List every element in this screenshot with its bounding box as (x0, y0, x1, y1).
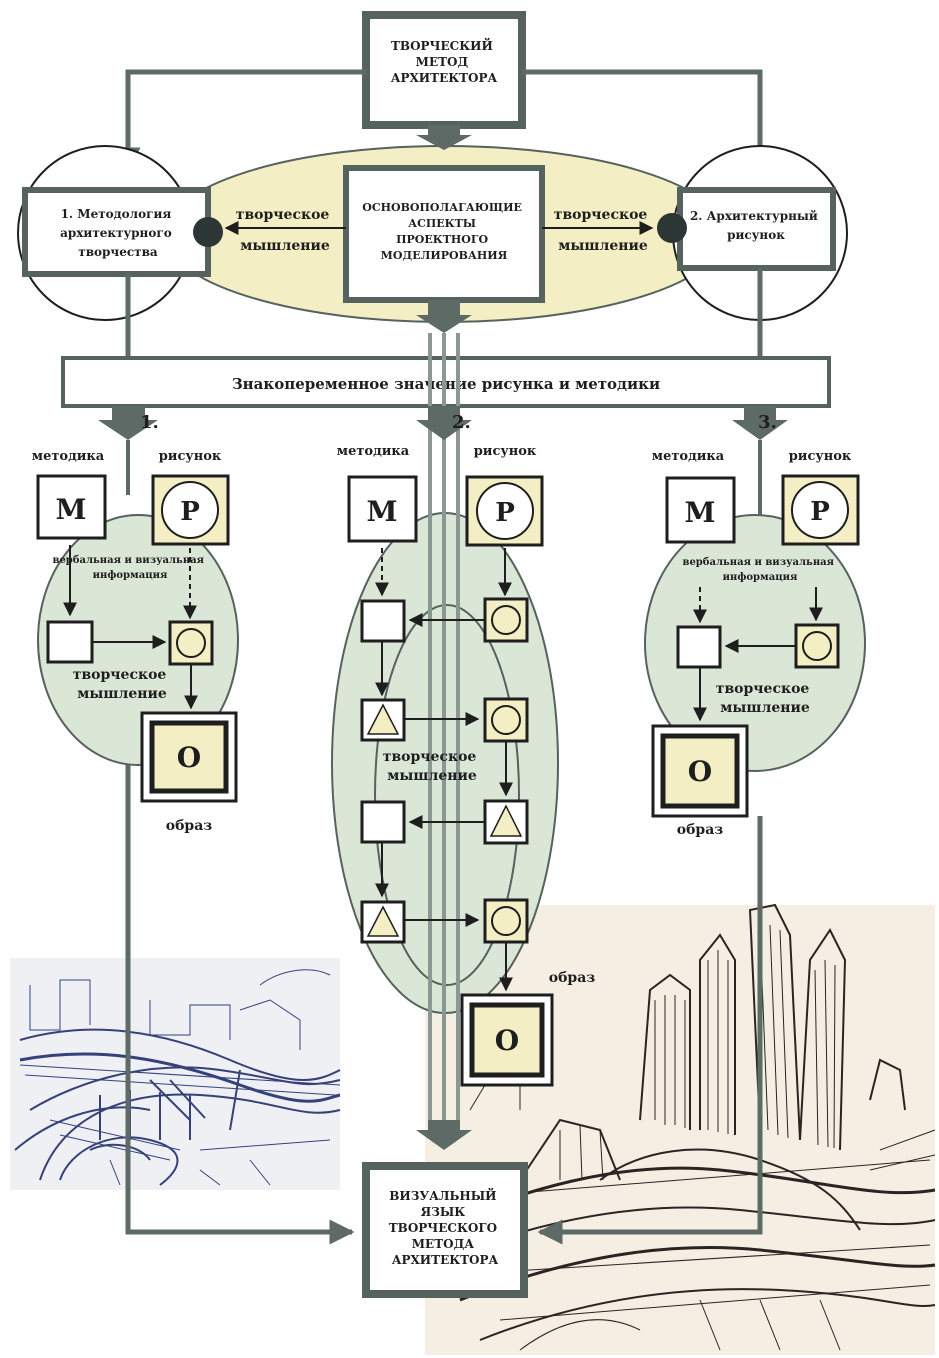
branch2-o-box (469, 1002, 545, 1078)
top-down-arrow (416, 125, 472, 150)
top-left-connector (115, 69, 366, 173)
branch3-small-square (676, 625, 722, 669)
branch1-info: вербальная и визуальная информация (53, 555, 208, 581)
branch1-drawing-label: рисунок (159, 449, 222, 464)
center-rails (428, 333, 460, 1130)
branch2-row1-square (360, 599, 406, 643)
methodology-box (22, 187, 211, 277)
branch3-info: вербальная и визуальная информация (683, 557, 838, 583)
left-junction-dot (193, 217, 223, 247)
branch2-p-circle (476, 482, 534, 540)
branch2-m-box (347, 475, 418, 543)
branch2-thinking-label: творческое мышление (383, 749, 481, 784)
branch2-methodics-label: методика (337, 444, 410, 459)
branch1-p-circle (161, 481, 219, 539)
branch2-row3-square (360, 800, 406, 844)
methodology-box-text: 1. Методология архитектурного творчества (60, 207, 176, 259)
branch2-row4-circle (491, 906, 521, 936)
branch2-number-arrow (416, 406, 472, 440)
branch3-m-box (665, 476, 736, 544)
branch2-p-letter: Р (495, 498, 515, 528)
branch3-number: 3. (758, 412, 777, 433)
bottom-left-connector (125, 765, 355, 1245)
branch3-methodics-label: методика (652, 449, 725, 464)
visual-language-text: ВИЗУАЛЬНЫЙ ЯЗЫК ТВОРЧЕСКОГО МЕТОДА АРХИТ… (389, 1187, 502, 1267)
branch1-p-letter: Р (180, 497, 200, 527)
branch1-m-letter: М (56, 493, 87, 526)
branch2-image-label: образ (549, 970, 596, 986)
branch3-drawing-label: рисунок (789, 449, 852, 464)
branch2-row3-triangle (489, 804, 523, 837)
branch2-drawing-label: рисунок (474, 444, 537, 459)
branch2-inner-ellipse (374, 604, 520, 986)
branch3-image-label: образ (677, 822, 724, 838)
right-junction-dot (657, 213, 687, 243)
branch2-row2-circle (491, 705, 521, 735)
branch1-m-box (36, 474, 107, 540)
branch2-number: 2. (452, 412, 471, 433)
aspects-box-text: ОСНОВОПОЛАГАЮЩИЕ АСПЕКТЫ ПРОЕКТНОГО МОДЕ… (362, 201, 525, 262)
branch3-p-letter: Р (810, 497, 830, 527)
branch1-thinking-label: творческое мышление (73, 667, 171, 702)
branch1-methodics-label: методика (32, 449, 105, 464)
branch3-p-circle (791, 481, 849, 539)
branch2-m-letter: М (367, 495, 398, 528)
drawing-box (677, 187, 836, 271)
center-down-arrow (416, 300, 472, 333)
branch3-thinking-label: творческое мышление (716, 681, 814, 716)
branch1-small-square (46, 620, 94, 664)
branch3-number-arrow (732, 406, 788, 440)
aspects-box (343, 165, 545, 303)
branch2-row1-circle (491, 605, 521, 635)
branch3-m-letter: М (685, 496, 716, 529)
branch1-number: 1. (140, 412, 159, 433)
bottom-down-arrow (416, 1120, 472, 1150)
left-sketch (10, 958, 341, 1190)
branch1-small-circle (176, 628, 206, 658)
branch1-o-letter: О (177, 741, 201, 774)
branch2-o-letter: О (495, 1024, 519, 1057)
top-box-text: ТВОРЧЕСКИЙ МЕТОД АРХИТЕКТОРА (391, 37, 498, 85)
branch2-row4-triangle (366, 905, 400, 937)
branch3-o-box (660, 733, 740, 809)
branch3-o-letter: О (688, 755, 712, 788)
branch2-row2-triangle (366, 703, 400, 735)
drawing-box-text: 2. Архитектурный рисунок (690, 209, 822, 242)
right-thinking-label: творческое мышление (554, 207, 652, 254)
branch1-o-box (149, 720, 229, 794)
top-method-box (362, 11, 526, 129)
branch1-number-arrow (98, 406, 158, 440)
visual-language-box (362, 1162, 528, 1298)
branch3-small-circle (802, 631, 832, 661)
top-right-connector (522, 69, 773, 173)
left-thinking-label: творческое мышление (236, 207, 334, 254)
bottom-right-connector (537, 816, 763, 1245)
branch1-image-label: образ (166, 818, 213, 834)
